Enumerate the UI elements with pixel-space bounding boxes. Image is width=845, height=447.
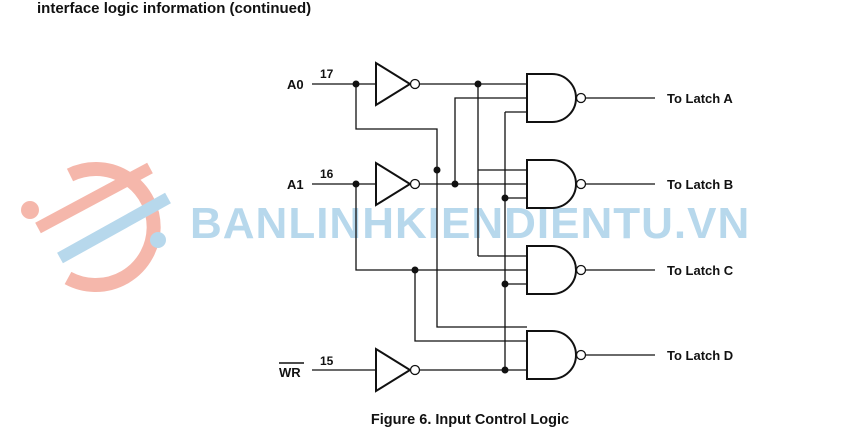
output-label-c: To Latch C — [667, 263, 734, 278]
pin-number-wr: 15 — [320, 354, 334, 368]
figure-caption: Figure 6. Input Control Logic — [370, 412, 570, 428]
inverter-wr — [375, 347, 421, 393]
input-label-a1: A1 — [287, 177, 304, 192]
pin-number-a1: 16 — [320, 167, 334, 181]
junction-dot — [352, 180, 360, 188]
junction-dot — [451, 180, 459, 188]
output-label-a: To Latch A — [667, 91, 733, 106]
junction-dot — [411, 266, 419, 274]
wire-a0-true — [355, 84, 527, 328]
bus-a1-inverted — [454, 97, 527, 184]
watermark: BANLINHKIENDIENTU.VN — [21, 162, 750, 292]
input-label-a0: A0 — [287, 77, 304, 92]
nand-gate-d — [526, 330, 587, 380]
nand-gate-b — [526, 159, 587, 209]
output-label-d: To Latch D — [667, 348, 733, 363]
watermark-logo-icon — [21, 162, 171, 292]
nand-gate-a — [526, 73, 587, 123]
watermark-text: BANLINHKIENDIENTU.VN — [190, 199, 750, 248]
output-label-b: To Latch B — [667, 177, 733, 192]
inverter-a1 — [375, 161, 421, 207]
junction-dot — [501, 194, 509, 202]
nand-gate-c — [526, 245, 587, 295]
input-label-wr: WR — [279, 365, 301, 380]
pin-number-a0: 17 — [320, 67, 334, 81]
junction-dot — [352, 80, 360, 88]
section-heading: interface logic information (continued) — [37, 0, 312, 17]
inverter-a0 — [375, 61, 421, 107]
junction-dot — [474, 80, 482, 88]
junction-dot — [433, 166, 441, 174]
junction-dot — [501, 280, 509, 288]
junction-dot — [501, 366, 509, 374]
